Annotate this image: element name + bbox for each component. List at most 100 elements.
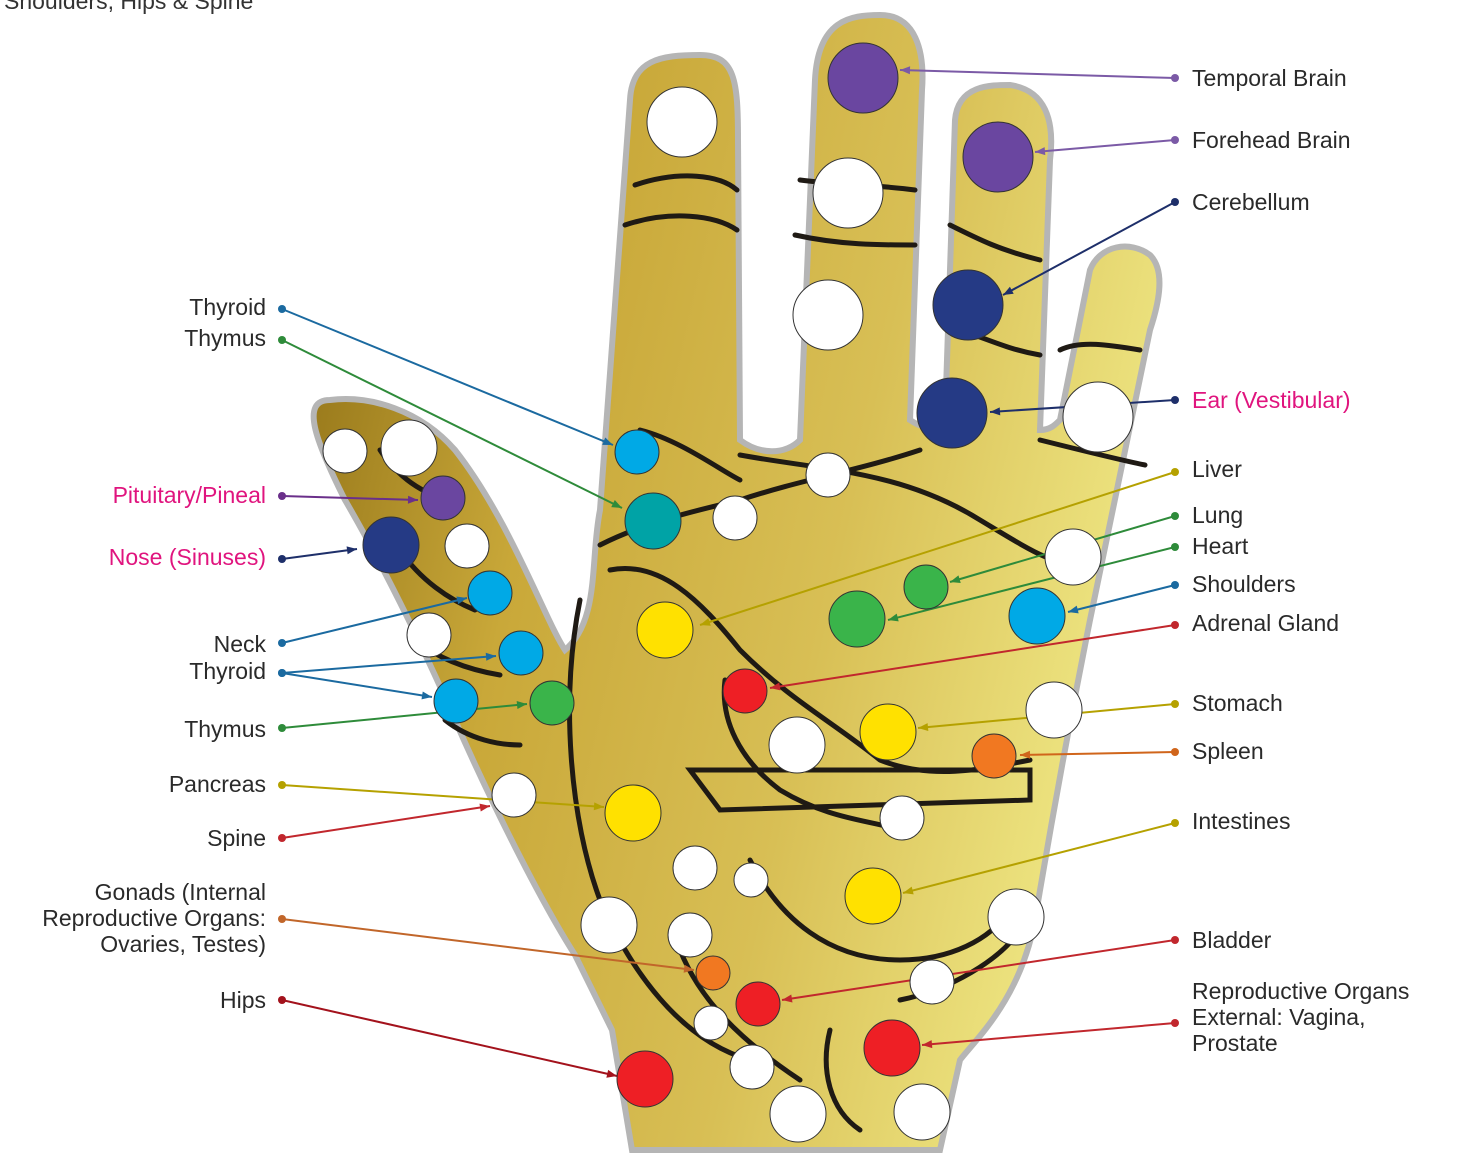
dot-bladder (736, 982, 780, 1026)
label-reproductive-external-3: Prostate (1192, 1030, 1278, 1056)
dot-white (407, 613, 451, 657)
dot-white (323, 429, 367, 473)
leader-nose-sinuses (282, 549, 357, 559)
dot-thyroid-mid (499, 631, 543, 675)
label-gonads-2: Reproductive Organs: (42, 905, 266, 931)
leader-liver-start (1171, 468, 1179, 476)
dot-adrenal-gland (723, 669, 767, 713)
dot-white (1063, 382, 1133, 452)
dot-white (988, 889, 1044, 945)
leader-ear-vestibular-start (1171, 396, 1179, 404)
dot-intestines (845, 868, 901, 924)
leader-stomach-start (1171, 700, 1179, 708)
label-intestines: Intestines (1192, 808, 1290, 834)
leader-thyroid-mid-2-start (278, 669, 286, 677)
leader-intestines-start (1171, 819, 1179, 827)
label-reproductive-external-1: Reproductive Organs (1192, 978, 1409, 1004)
leader-spine-start (278, 834, 286, 842)
leader-cerebellum-start (1171, 198, 1179, 206)
dot-thyroid (615, 430, 659, 474)
dot-spleen (972, 734, 1016, 778)
dot-white (793, 280, 863, 350)
label-reproductive-external-2: External: Vagina, (1192, 1004, 1365, 1030)
dot-temporal-brain (828, 43, 898, 113)
dot-pancreas (605, 785, 661, 841)
dot-liver (637, 602, 693, 658)
dot-ear-vestibular (917, 378, 987, 448)
dot-white (381, 420, 437, 476)
label-pancreas: Pancreas (169, 771, 266, 797)
leader-temporal-brain (900, 70, 1175, 78)
dot-white (769, 717, 825, 773)
leader-pancreas-start (278, 781, 286, 789)
dot-heart (829, 591, 885, 647)
dot-hips (617, 1051, 673, 1107)
label-stomach: Stomach (1192, 690, 1283, 716)
label-thymus-top: Thymus (184, 325, 266, 351)
dot-white (445, 524, 489, 568)
leader-nose-sinuses-start (278, 555, 286, 563)
dot-white (647, 87, 717, 157)
label-thyroid-top: Thyroid (189, 294, 266, 320)
leader-hips-start (278, 996, 286, 1004)
dot-white (713, 496, 757, 540)
dot-pituitary-pineal (421, 476, 465, 520)
leader-thymus-top-start (278, 336, 286, 344)
label-hips: Hips (220, 987, 266, 1013)
label-bladder: Bladder (1192, 927, 1271, 953)
leader-nose-sinuses-arrowhead (347, 546, 357, 554)
leader-forehead-brain-start (1171, 136, 1179, 144)
label-nose-sinuses: Nose (Sinuses) (109, 544, 266, 570)
dot-white (806, 453, 850, 497)
leader-reproductive-external-start (1171, 1019, 1179, 1027)
label-adrenal-gland: Adrenal Gland (1192, 610, 1339, 636)
dot-white (880, 796, 924, 840)
leader-hips (282, 1000, 617, 1076)
dot-cerebellum (933, 270, 1003, 340)
dot-white (1026, 682, 1082, 738)
leader-temporal-brain-start (1171, 74, 1179, 82)
label-thymus-mid: Thymus (184, 716, 266, 742)
dot-white (668, 913, 712, 957)
dot-nose-sinuses (363, 517, 419, 573)
leader-thyroid-mid-2 (282, 673, 432, 697)
leader-adrenal-gland-start (1171, 621, 1179, 629)
dot-thymus-mid (530, 681, 574, 725)
label-shoulders: Shoulders (1192, 571, 1296, 597)
dot-white (694, 1006, 728, 1040)
dot-white (1045, 529, 1101, 585)
label-ear-vestibular: Ear (Vestibular) (1192, 387, 1351, 413)
label-pituitary-pineal: Pituitary/Pineal (113, 482, 266, 508)
dot-lung (904, 565, 948, 609)
leader-neck-start (278, 639, 286, 647)
dot-white (673, 846, 717, 890)
dot-thyroid-mid-2 (434, 679, 478, 723)
dot-white (894, 1084, 950, 1140)
leader-heart-start (1171, 543, 1179, 551)
dot-reproductive-external (864, 1020, 920, 1076)
dot-white (581, 897, 637, 953)
label-cerebellum: Cerebellum (1192, 189, 1310, 215)
leader-gonads-start (278, 915, 286, 923)
dot-stomach (860, 704, 916, 760)
label-forehead-brain: Forehead Brain (1192, 127, 1351, 153)
leader-spleen-start (1171, 748, 1179, 756)
label-spine: Spine (207, 825, 266, 851)
dot-white (910, 960, 954, 1004)
leader-bladder-start (1171, 936, 1179, 944)
dot-white (770, 1086, 826, 1142)
dot-neck (468, 571, 512, 615)
label-spleen: Spleen (1192, 738, 1264, 764)
dot-gonads (696, 956, 730, 990)
label-lung: Lung (1192, 502, 1243, 528)
label-heart: Heart (1192, 533, 1248, 559)
leader-spine-arrowhead (480, 804, 490, 812)
label-gonads-1: Gonads (Internal (95, 879, 266, 905)
leader-lung-start (1171, 512, 1179, 520)
leader-forehead-brain (1035, 140, 1175, 152)
dot-white (730, 1045, 774, 1089)
leader-shoulders-start (1171, 581, 1179, 589)
label-temporal-brain: Temporal Brain (1192, 65, 1347, 91)
leader-thymus-mid-start (278, 724, 286, 732)
